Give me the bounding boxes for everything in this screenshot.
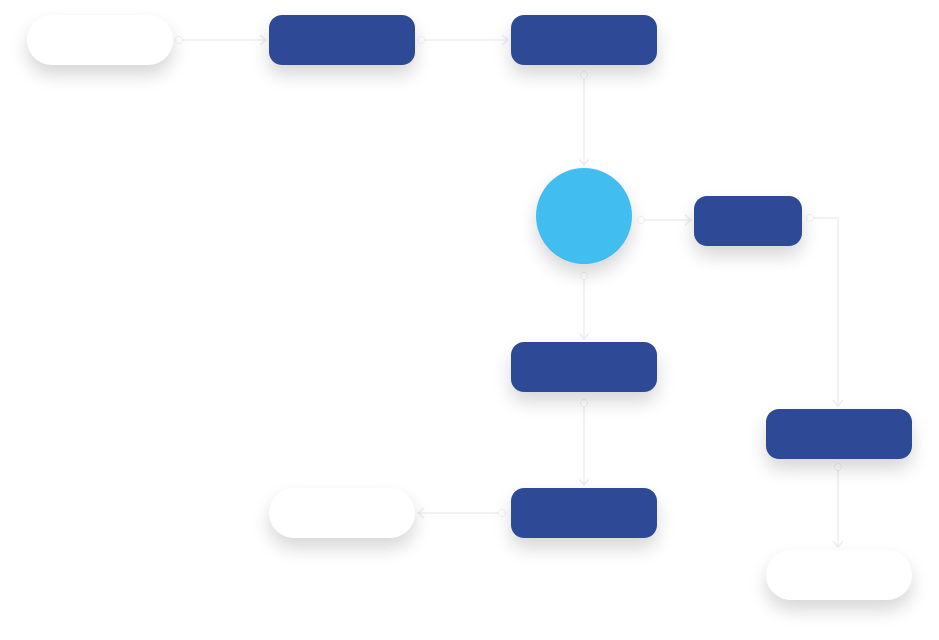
connector-arrow <box>416 507 502 519</box>
connector-arrow <box>578 403 590 487</box>
process-step-3[interactable] <box>694 196 802 246</box>
process-step-1[interactable] <box>269 15 415 65</box>
process-step-5[interactable] <box>511 488 657 538</box>
connector-dot <box>580 399 588 407</box>
connector-dot <box>498 509 506 517</box>
connector-dot <box>417 36 425 44</box>
start-terminal[interactable] <box>27 15 173 65</box>
process-step-6[interactable] <box>766 409 912 459</box>
connector-arrow <box>578 276 590 341</box>
connector-arrow <box>179 34 268 46</box>
connector-dot <box>637 216 645 224</box>
connector-arrow <box>810 217 844 408</box>
connector-dot <box>806 214 814 222</box>
process-step-4[interactable] <box>511 342 657 392</box>
connector-dot <box>580 71 588 79</box>
end-terminal-1[interactable] <box>269 488 415 538</box>
connector-arrow <box>832 467 844 549</box>
end-terminal-2[interactable] <box>766 550 912 600</box>
connector-arrow <box>641 214 693 226</box>
connector-dot <box>580 272 588 280</box>
connector-arrow <box>421 34 510 46</box>
process-step-2[interactable] <box>511 15 657 65</box>
connector-arrow <box>578 75 590 167</box>
connector-dot <box>175 36 183 44</box>
decision-node[interactable] <box>536 168 632 264</box>
connector-dot <box>834 463 842 471</box>
